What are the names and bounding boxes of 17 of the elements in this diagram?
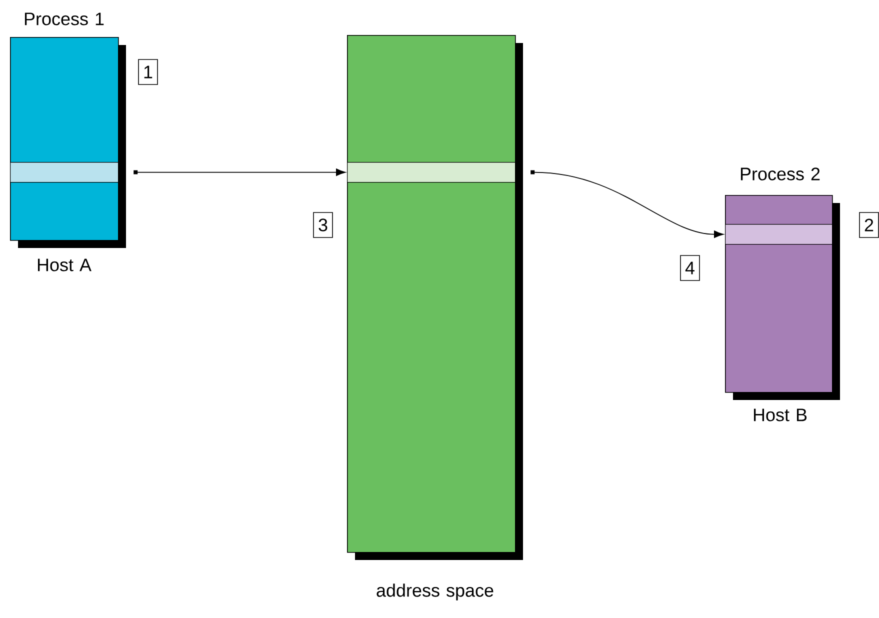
- host-box: Process 1 Host A: [10, 12, 126, 272]
- callout-number: 4: [680, 255, 700, 281]
- callout-number: 2: [859, 212, 879, 238]
- node-label: address space: [376, 584, 494, 600]
- memory-region: [10, 162, 119, 183]
- memory-region: [347, 162, 516, 183]
- arrow: [134, 168, 346, 176]
- host-box: Process 2 Host B: [725, 168, 840, 422]
- callout-number: 1: [138, 59, 158, 85]
- host-box: address space: [347, 35, 523, 600]
- callout-number: 3: [313, 212, 333, 238]
- node-label: Process 2: [740, 168, 820, 180]
- node-label: Host B: [754, 408, 807, 422]
- node-label: Process 1: [24, 12, 104, 26]
- memory-region: [725, 224, 833, 245]
- node-label: Host A: [38, 258, 92, 272]
- arrow: [530, 170, 724, 238]
